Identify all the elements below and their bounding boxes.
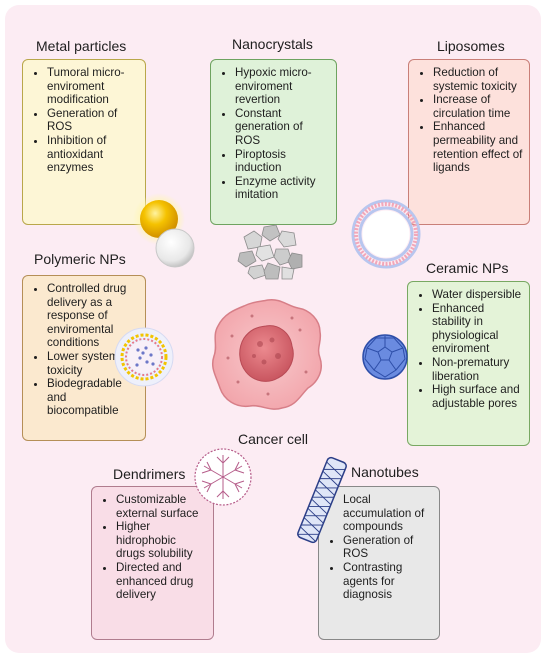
list-item: Non-prematury liberation xyxy=(432,356,523,383)
liposomes-list: Reduction of systemic toxicity Increase … xyxy=(413,66,523,175)
polymeric-nps-title: Polymeric NPs xyxy=(34,251,126,267)
list-item: Customizable external surface xyxy=(116,493,207,520)
nanotubes-list: Local accumulation of compounds Generati… xyxy=(323,493,433,602)
list-item: Constant generation of ROS xyxy=(235,107,330,148)
list-item: Generation of ROS xyxy=(47,107,139,134)
dendrimers-panel: Customizable external surface Higher hid… xyxy=(91,486,214,640)
list-item: Water dispersible xyxy=(432,288,523,302)
nanotubes-title: Nanotubes xyxy=(351,464,419,480)
list-item: Hypoxic micro-enviroment revertion xyxy=(235,66,330,107)
liposomes-title: Liposomes xyxy=(437,38,505,54)
nanocrystals-list: Hypoxic micro-enviroment revertion Const… xyxy=(215,66,330,202)
list-item: Biodegradable and biocompatible xyxy=(47,377,139,418)
dendrimer-icon xyxy=(194,448,252,506)
list-item: Increase of circulation time xyxy=(433,93,523,120)
liposome-icon xyxy=(351,199,421,269)
list-item: Inhibition of antioxidant enzymes xyxy=(47,134,139,175)
polymeric-nps-list: Controlled drug delivery as a response o… xyxy=(27,282,139,418)
list-item: Contrasting agents for diagnosis xyxy=(343,561,433,602)
list-item: Enzyme activity imitation xyxy=(235,175,330,202)
list-item: Tumoral micro-enviroment modification xyxy=(47,66,139,107)
list-item: Local accumulation of compounds xyxy=(343,493,433,534)
dendrimers-list: Customizable external surface Higher hid… xyxy=(96,493,207,602)
list-item: High surface and adjustable pores xyxy=(432,383,523,410)
metal-particles-list: Tumoral micro-enviroment modification Ge… xyxy=(27,66,139,175)
metal-particles-panel: Tumoral micro-enviroment modification Ge… xyxy=(22,59,146,225)
list-item: Controlled drug delivery as a response o… xyxy=(47,282,139,350)
liposomes-panel: Reduction of systemic toxicity Increase … xyxy=(408,59,530,225)
list-item: Enhanced stability in physiological envi… xyxy=(432,302,523,356)
ceramic-nps-title: Ceramic NPs xyxy=(426,260,509,276)
ceramic-nps-list: Water dispersible Enhanced stability in … xyxy=(412,288,523,410)
list-item: Higher hidrophobic drugs solubility xyxy=(116,520,207,561)
nanotube-icon xyxy=(297,456,347,544)
nanotubes-panel: Local accumulation of compounds Generati… xyxy=(318,486,440,640)
metal-particles-icon xyxy=(133,193,195,268)
list-item: Generation of ROS xyxy=(343,534,433,561)
nanocrystals-panel: Hypoxic micro-enviroment revertion Const… xyxy=(210,59,337,225)
list-item: Enhanced permeability and retention effe… xyxy=(433,120,523,174)
list-item: Directed and enhanced drug delivery xyxy=(116,561,207,602)
metal-particles-title: Metal particles xyxy=(36,38,127,54)
list-item: Piroptosis induction xyxy=(235,148,330,175)
dendrimers-title: Dendrimers xyxy=(113,466,186,482)
ceramic-np-icon xyxy=(362,334,408,380)
list-item: Reduction of systemic toxicity xyxy=(433,66,523,93)
cancer-cell-icon xyxy=(211,298,322,410)
nanocrystals-icon xyxy=(237,224,303,280)
ceramic-nps-panel: Water dispersible Enhanced stability in … xyxy=(407,281,530,446)
list-item: Lower systemic toxicity xyxy=(47,350,139,377)
polymeric-np-icon xyxy=(114,327,174,387)
nanocrystals-title: Nanocrystals xyxy=(232,36,313,52)
cancer-cell-label: Cancer cell xyxy=(238,431,309,447)
